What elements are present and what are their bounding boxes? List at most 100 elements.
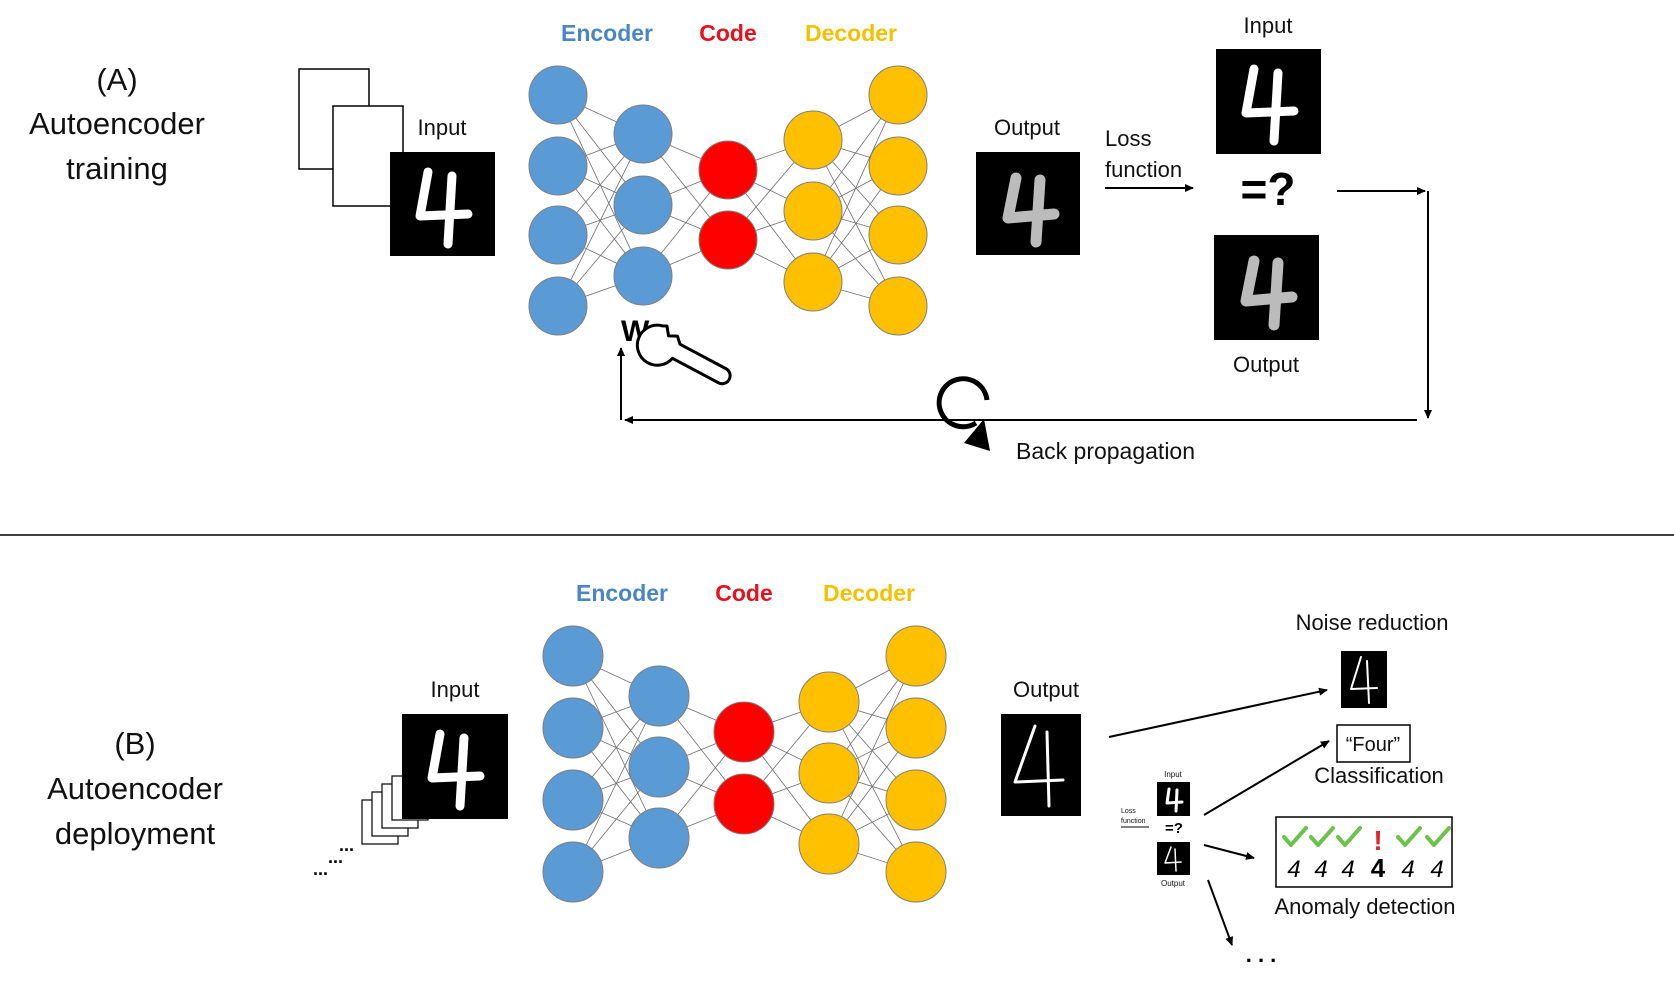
input-digit-image bbox=[402, 714, 508, 819]
network-b-edges bbox=[572, 655, 917, 873]
panel-b-tag: (B) bbox=[114, 726, 155, 761]
decoder-node bbox=[885, 697, 947, 759]
input-label: Input bbox=[431, 677, 480, 702]
compare-input-label: Input bbox=[1244, 13, 1293, 38]
anomaly-detection-label: Anomaly detection bbox=[1275, 894, 1456, 919]
encoder-node bbox=[528, 65, 588, 125]
mini-loss-line2: function bbox=[1121, 818, 1146, 825]
noise-reduction-label: Noise reduction bbox=[1296, 610, 1449, 635]
check-icon bbox=[1282, 826, 1308, 847]
encoder-node bbox=[542, 697, 604, 759]
mini-input-image bbox=[1157, 782, 1190, 816]
stack-dots: ... bbox=[328, 847, 343, 867]
panel-b-title-line2: deployment bbox=[55, 816, 216, 851]
network-edge bbox=[557, 133, 644, 307]
encoder-node bbox=[542, 841, 604, 903]
mini-compare-symbol: =? bbox=[1165, 820, 1183, 837]
decoder-node bbox=[868, 276, 928, 336]
encoder-node bbox=[542, 625, 604, 687]
decoder-node bbox=[868, 136, 928, 196]
compare-output-label: Output bbox=[1233, 352, 1299, 377]
check-icon bbox=[1336, 826, 1362, 847]
encoder-node bbox=[628, 736, 690, 798]
decoder-node bbox=[868, 65, 928, 125]
network-a-nodes bbox=[528, 65, 928, 336]
loss-function-line2: function bbox=[1105, 157, 1182, 182]
panel-b: (B) Autoencoder deployment ... ... ... I… bbox=[47, 580, 1455, 967]
decoder-node bbox=[783, 252, 843, 312]
decoder-node bbox=[783, 110, 843, 170]
decoder-node bbox=[798, 813, 860, 875]
decoder-node bbox=[868, 205, 928, 265]
backprop-label: Back propagation bbox=[1016, 438, 1195, 464]
panel-a-title-line2: training bbox=[66, 151, 168, 186]
encoder-node bbox=[613, 175, 673, 235]
decoder-node bbox=[798, 671, 860, 733]
output-digit-image bbox=[976, 152, 1080, 255]
anomaly-digit: 4 bbox=[1430, 856, 1443, 883]
code-header: Code bbox=[715, 580, 773, 606]
encoder-node bbox=[613, 246, 673, 306]
anomaly-alert-icon: ! bbox=[1373, 825, 1382, 856]
panel-b-title-line1: Autoencoder bbox=[47, 771, 223, 806]
panel-a-title-line1: Autoencoder bbox=[29, 106, 205, 141]
arrow-to-classification bbox=[1203, 740, 1330, 816]
check-icon bbox=[1396, 826, 1422, 847]
encoder-node bbox=[542, 769, 604, 831]
network-edge bbox=[828, 655, 917, 845]
encoder-node bbox=[528, 136, 588, 196]
stack-dots: ... bbox=[313, 859, 328, 879]
four-box bbox=[1336, 724, 1411, 763]
compare-output-image bbox=[1214, 235, 1319, 340]
decoder-node bbox=[798, 742, 860, 804]
output-label: Output bbox=[1013, 677, 1079, 702]
wrench-icon bbox=[635, 323, 732, 386]
encoder-node bbox=[528, 205, 588, 265]
decoder-header: Decoder bbox=[823, 580, 915, 606]
compare-input-image bbox=[1216, 49, 1321, 154]
check-icon bbox=[1309, 826, 1335, 847]
more-applications-dots: . . . bbox=[1246, 942, 1277, 967]
decoder-node bbox=[885, 625, 947, 687]
anomaly-digit: 4 bbox=[1371, 853, 1386, 883]
anomaly-digit: 4 bbox=[1287, 856, 1300, 883]
mini-output-label: Output bbox=[1161, 879, 1186, 888]
decoder-node bbox=[885, 769, 947, 831]
mini-loss-line1: Loss bbox=[1121, 808, 1136, 815]
loss-function-line1: Loss bbox=[1105, 126, 1151, 151]
input-digit-image bbox=[390, 152, 495, 256]
network-edge bbox=[572, 695, 660, 873]
anomaly-box bbox=[1275, 816, 1453, 888]
anomaly-digit: 4 bbox=[1314, 856, 1327, 883]
network-edge bbox=[812, 94, 899, 283]
output-digit-image bbox=[1001, 714, 1081, 816]
anomaly-digit: 4 bbox=[1341, 856, 1354, 883]
mini-output-image bbox=[1157, 842, 1190, 875]
network-a-edges bbox=[557, 94, 899, 307]
anomaly-digit: 4 bbox=[1401, 856, 1414, 883]
noise-reduction-image bbox=[1341, 651, 1387, 708]
encoder-header: Encoder bbox=[561, 20, 653, 46]
encoder-node bbox=[628, 665, 690, 727]
refresh-icon bbox=[936, 376, 990, 451]
encoder-node bbox=[528, 276, 588, 336]
output-label: Output bbox=[994, 115, 1060, 140]
arrow-to-anomaly-detection bbox=[1203, 844, 1255, 860]
panel-a: (A) Autoencoder training Input Encoder C… bbox=[29, 13, 1432, 464]
classification-label: Classification bbox=[1314, 763, 1444, 788]
network-edge bbox=[828, 701, 917, 873]
decoder-node bbox=[885, 841, 947, 903]
code-node bbox=[713, 773, 775, 835]
code-header: Code bbox=[699, 20, 757, 46]
encoder-header: Encoder bbox=[576, 580, 668, 606]
four-box-text: “Four” bbox=[1346, 734, 1400, 756]
code-node bbox=[698, 210, 758, 270]
encoder-node bbox=[613, 104, 673, 164]
code-node bbox=[698, 140, 758, 200]
mini-input-label: Input bbox=[1164, 770, 1183, 779]
stack-dots: ... bbox=[339, 835, 354, 855]
compare-symbol: =? bbox=[1241, 163, 1296, 215]
code-node bbox=[713, 701, 775, 763]
